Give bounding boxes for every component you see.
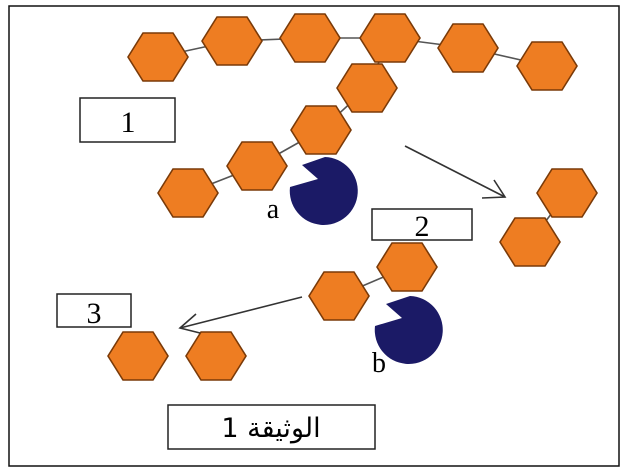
monomer-hexagon-icon	[290, 105, 352, 155]
monomer-hexagon-icon	[359, 13, 421, 63]
arrow-to-3	[179, 296, 303, 329]
label-1: 1	[121, 106, 136, 139]
label-3: 3	[87, 297, 102, 330]
arrow-to-2	[404, 145, 506, 198]
enzyme-b-label: b	[372, 348, 386, 379]
monomer-hexagon-icon	[336, 63, 398, 113]
label-box-2	[371, 208, 473, 241]
label-2: 2	[415, 210, 430, 243]
monomer-hexagon-icon	[201, 16, 263, 66]
document-title: الوثيقة 1	[221, 413, 320, 444]
label-box-1	[79, 97, 176, 143]
document-title-box	[167, 404, 376, 450]
monomer-hexagon-icon	[157, 168, 219, 218]
monomer-hexagon-icon	[437, 23, 499, 73]
monomers	[107, 13, 598, 381]
monomer-hexagon-icon	[516, 41, 578, 91]
enzyme-a-label: a	[267, 194, 280, 225]
arrow-to-2-head	[481, 179, 507, 199]
diagram-frame	[8, 5, 620, 467]
enzyme-b-icon	[374, 296, 443, 364]
label-box-3	[56, 293, 132, 328]
monomer-hexagon-icon	[226, 141, 288, 191]
monomer-hexagon-icon	[376, 242, 438, 292]
monomer-hexagon-icon	[279, 13, 341, 63]
monomer-hexagon-icon	[308, 271, 370, 321]
enzyme-a-icon	[289, 157, 358, 225]
monomer-hexagon-icon	[536, 168, 598, 218]
monomer-hexagon-icon	[127, 32, 189, 82]
monomer-hexagon-icon	[107, 331, 169, 381]
monomer-hexagon-icon	[185, 331, 247, 381]
arrow-to-3-head	[178, 313, 201, 334]
monomer-hexagon-icon	[499, 217, 561, 267]
